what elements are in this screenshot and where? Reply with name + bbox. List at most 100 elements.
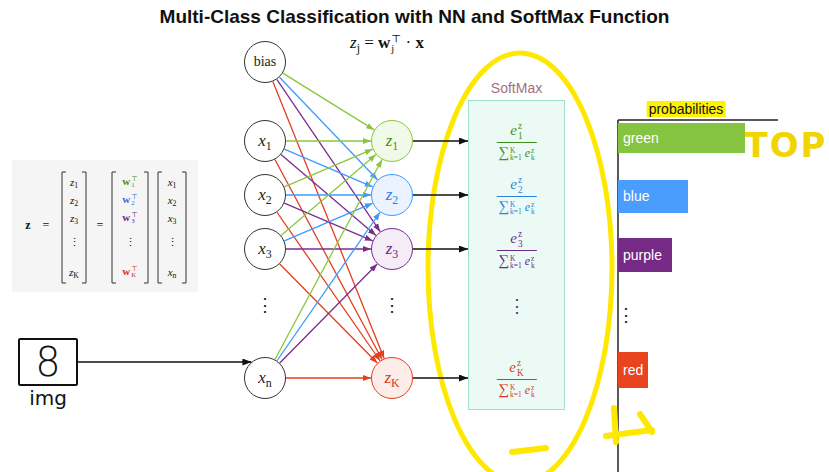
highlight-scribble xyxy=(606,408,652,442)
layout-part: j xyxy=(357,41,360,55)
layout-part: w xyxy=(378,33,390,52)
bar-label: green xyxy=(623,130,659,146)
connector-arrow xyxy=(273,81,384,358)
layout-part: zk xyxy=(531,201,535,216)
layout-part: zk xyxy=(531,255,535,270)
connector-arrow xyxy=(286,377,371,378)
bar-label: purple xyxy=(623,247,662,263)
layout-part: z xyxy=(518,122,523,131)
layout-part: K xyxy=(510,147,522,154)
fraction-bar xyxy=(496,250,536,251)
layout-part: e xyxy=(510,176,517,192)
layout-part: 2 xyxy=(131,200,137,207)
layout-part: 1 xyxy=(518,132,523,141)
layout-part: 2 xyxy=(392,193,398,207)
layout-part xyxy=(522,200,525,214)
connector-arrow xyxy=(286,248,371,249)
input-neuron: x1 xyxy=(244,120,286,162)
layout-part xyxy=(374,33,378,52)
layout-part: e xyxy=(509,359,516,375)
layout-part: z xyxy=(25,218,30,232)
layout-part: j⊤ xyxy=(391,34,401,55)
matrix-entry: w1⊤ xyxy=(122,175,137,189)
layout-part: ⊤ xyxy=(131,176,137,183)
layout-part: Kk=1 xyxy=(510,147,522,162)
layout-part: z xyxy=(386,239,393,258)
layout-part: k=1 xyxy=(510,262,522,269)
layout-part: 1 xyxy=(392,139,398,153)
layout-part: Kk=1 xyxy=(510,201,522,216)
layout-part: x xyxy=(415,33,424,52)
layout-part: 3⊤ xyxy=(131,212,137,226)
layout-part: z xyxy=(386,185,393,204)
layout-part: zk xyxy=(531,384,535,399)
layout-part: k xyxy=(531,208,535,215)
matrix-entry: x1 xyxy=(168,176,177,189)
layout-part: K xyxy=(391,376,400,390)
layout-part: K⊤ xyxy=(131,266,137,280)
fraction-numerator: ez2 xyxy=(510,176,522,195)
neuron-label: z3 xyxy=(386,239,399,259)
ellipsis-mark: ⋮ xyxy=(508,296,526,317)
neuron-label: x3 xyxy=(258,239,272,259)
connector-arrow xyxy=(275,160,382,360)
matrix-entry: w2⊤ xyxy=(122,193,137,207)
layout-part: w xyxy=(122,265,130,277)
layout-part: 1⊤ xyxy=(131,176,137,190)
layout-part: = xyxy=(364,33,374,52)
ellipsis-mark: ⋮ xyxy=(167,236,178,249)
connector-arrow xyxy=(413,248,468,250)
layout-part: 1 xyxy=(266,139,272,153)
matrix-bracket xyxy=(62,172,66,283)
layout-part: 3 xyxy=(392,247,398,261)
neuron-label: zK xyxy=(384,368,399,388)
fraction-bar xyxy=(496,379,536,380)
matrix-entry: wK⊤ xyxy=(122,265,137,279)
layout-part: e xyxy=(525,383,530,397)
layout-part: x xyxy=(168,266,173,278)
layout-part: j xyxy=(391,44,401,55)
highlight-scribble xyxy=(512,448,546,452)
layout-part: z1 xyxy=(518,122,523,141)
layout-part xyxy=(360,33,364,52)
matrix-entry: xn xyxy=(168,266,177,279)
input-neuron: bias xyxy=(244,41,286,83)
layout-part: K xyxy=(510,384,522,391)
layout-part: w xyxy=(122,193,130,205)
layout-part: x xyxy=(258,368,266,387)
neuron-label: x1 xyxy=(258,131,272,151)
layout-part xyxy=(522,383,525,397)
layout-part: e xyxy=(525,200,530,214)
layout-part: ⊤ xyxy=(131,212,137,219)
input-neuron: xn xyxy=(244,357,286,399)
layout-part: z xyxy=(350,33,357,52)
probability-bar: red xyxy=(618,352,648,388)
output-neuron: z2 xyxy=(371,174,413,216)
layout-part: 3 xyxy=(173,217,177,226)
formula: zj = wj⊤ · x xyxy=(350,33,424,55)
layout-part: K xyxy=(510,255,522,262)
layout-part: x xyxy=(168,212,173,224)
matrix-entry: z1 xyxy=(70,176,78,189)
layout-part: z xyxy=(518,230,523,239)
layout-part: bias xyxy=(254,54,277,69)
layout-part: 2⊤ xyxy=(131,194,137,208)
layout-part: z xyxy=(518,176,523,185)
output-neuron: z1 xyxy=(371,120,413,162)
fraction-denominator: ∑Kk=1 ezk xyxy=(498,252,534,270)
layout-part: k=1 xyxy=(510,208,522,215)
layout-part: z xyxy=(384,368,391,387)
layout-part: K xyxy=(510,201,522,208)
layout-part: k=1 xyxy=(510,391,522,398)
matrix-symbol: z xyxy=(25,219,30,233)
layout-part: ∑ xyxy=(498,252,509,268)
layout-part: z xyxy=(531,384,535,391)
matrix-entry: z2 xyxy=(70,194,78,207)
layout-part: z xyxy=(70,176,74,188)
layout-part: 2 xyxy=(518,186,523,195)
connector-arrow xyxy=(280,77,378,180)
highlight-ellipse xyxy=(428,53,612,472)
layout-part: z xyxy=(531,147,535,154)
